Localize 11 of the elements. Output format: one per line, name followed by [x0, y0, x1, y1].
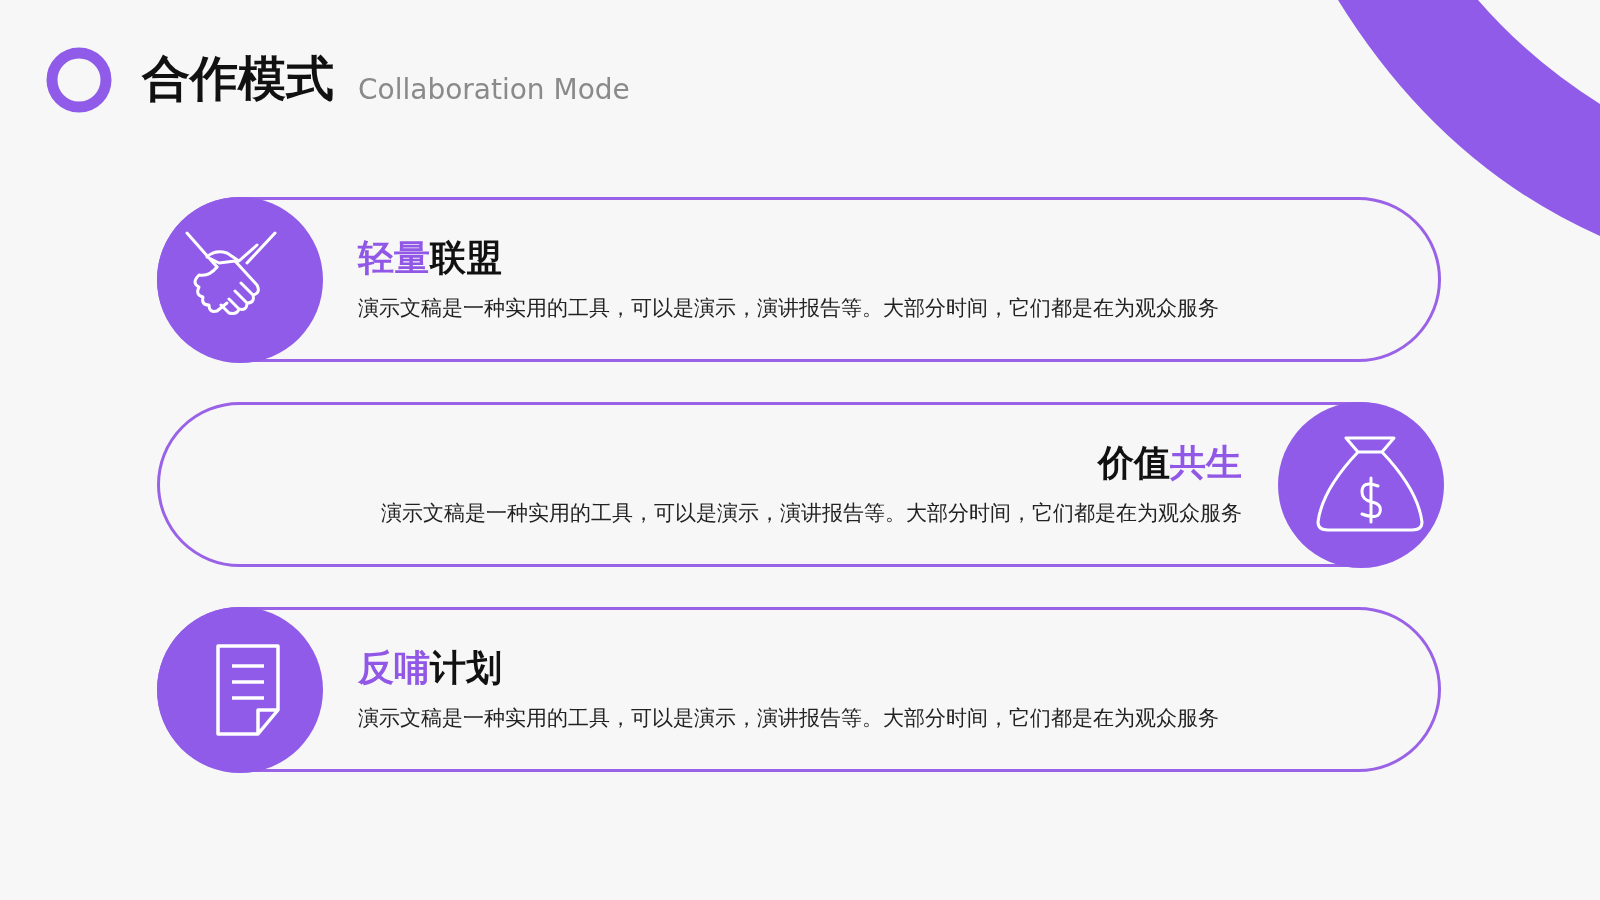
card-description: 演示文稿是一种实用的工具，可以是演示，演讲报告等。大部分时间，它们都是在为观众服务 — [358, 705, 1219, 732]
title: 合作模式 — [142, 49, 334, 108]
card-description: 演示文稿是一种实用的工具，可以是演示，演讲报告等。大部分时间，它们都是在为观众服务 — [358, 295, 1219, 322]
rounded-card — [157, 197, 1441, 362]
card-heading: 价值共生 — [1098, 441, 1242, 485]
card-heading: 反哺计划 — [358, 646, 502, 690]
card-heading: 轻量联盟 — [358, 236, 502, 280]
rounded-card — [157, 607, 1441, 772]
subtitle: Collaboration Mode — [358, 72, 630, 108]
card-description: 演示文稿是一种实用的工具，可以是演示，演讲报告等。大部分时间，它们都是在为观众服务 — [381, 500, 1242, 527]
rounded-card — [157, 402, 1441, 567]
